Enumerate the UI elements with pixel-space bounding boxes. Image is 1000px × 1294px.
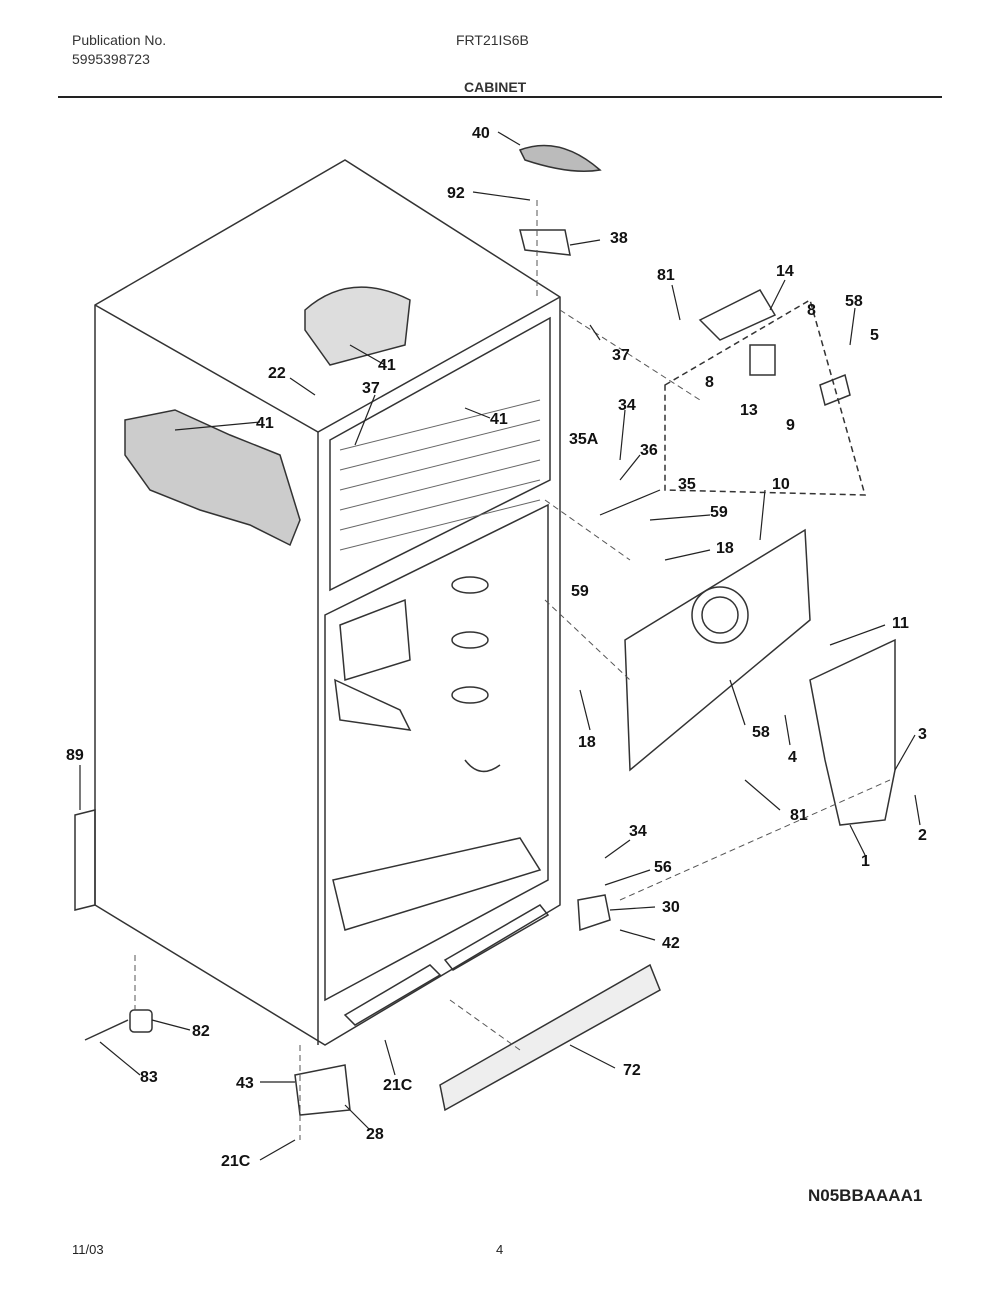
callout-30: 30 [662, 899, 680, 916]
model-number: FRT21IS6B [456, 32, 529, 48]
callout-34: 34 [618, 397, 636, 414]
callout-34: 34 [629, 823, 647, 840]
callout-81: 81 [657, 267, 675, 284]
callout-37: 37 [612, 347, 630, 364]
callout-41: 41 [256, 415, 274, 432]
callout-21c: 21C [221, 1153, 251, 1170]
callout-2: 2 [918, 827, 927, 844]
callout-83: 83 [140, 1069, 158, 1086]
callout-40: 40 [472, 125, 490, 142]
callout-8: 8 [705, 374, 714, 391]
callout-41: 41 [490, 411, 508, 428]
fresh-food-opening [324, 503, 549, 1002]
callout-22: 22 [268, 365, 286, 382]
callout-58: 58 [845, 293, 863, 310]
publication-number: 5995398723 [72, 51, 150, 67]
callout-18: 18 [716, 540, 734, 557]
callout-59: 59 [710, 504, 728, 521]
bottom-hinge [294, 1064, 351, 1116]
toe-grille [439, 963, 661, 1112]
callout-56: 56 [654, 859, 672, 876]
callout-35a: 35A [569, 431, 599, 448]
callout-10: 10 [772, 476, 790, 493]
callout-5: 5 [870, 327, 879, 344]
diagram-code: N05BBAAAA1 [808, 1186, 923, 1205]
footer-date: 11/03 [72, 1242, 104, 1257]
callout-42: 42 [662, 935, 680, 952]
rear-panel [624, 528, 811, 772]
top-vent-cover [304, 286, 411, 366]
callout-36: 36 [640, 442, 658, 459]
callout-41: 41 [378, 357, 396, 374]
publication-label: Publication No. [72, 32, 167, 48]
callout-43: 43 [236, 1075, 254, 1092]
callout-18: 18 [578, 734, 596, 751]
callout-13: 13 [740, 402, 758, 419]
callout-28: 28 [366, 1126, 384, 1143]
callout-35: 35 [678, 476, 696, 493]
page-number: 4 [496, 1242, 504, 1257]
callout-8: 8 [807, 302, 816, 319]
cabinet-outline [94, 159, 561, 1046]
callout-72: 72 [623, 1062, 641, 1079]
callout-92: 92 [447, 185, 465, 202]
callout-4: 4 [788, 749, 797, 766]
header-rule [58, 96, 942, 98]
callout-38: 38 [610, 230, 628, 247]
callout-9: 9 [786, 417, 795, 434]
callout-81: 81 [790, 807, 808, 824]
callout-14: 14 [776, 263, 794, 280]
callout-37: 37 [362, 380, 380, 397]
callout-89: 89 [66, 747, 84, 764]
callout-21c: 21C [383, 1077, 413, 1094]
callout-58: 58 [752, 724, 770, 741]
callout-82: 82 [192, 1023, 210, 1040]
callout-59: 59 [571, 583, 589, 600]
callout-1: 1 [861, 853, 870, 870]
top-hinge [519, 229, 571, 256]
fan-motor [698, 289, 777, 341]
callout-11: 11 [892, 615, 909, 632]
freezer-opening [329, 316, 551, 592]
section-title: CABINET [464, 79, 527, 95]
callout-3: 3 [918, 726, 927, 743]
top-cap [518, 144, 602, 172]
evaporator-cover [809, 638, 896, 826]
